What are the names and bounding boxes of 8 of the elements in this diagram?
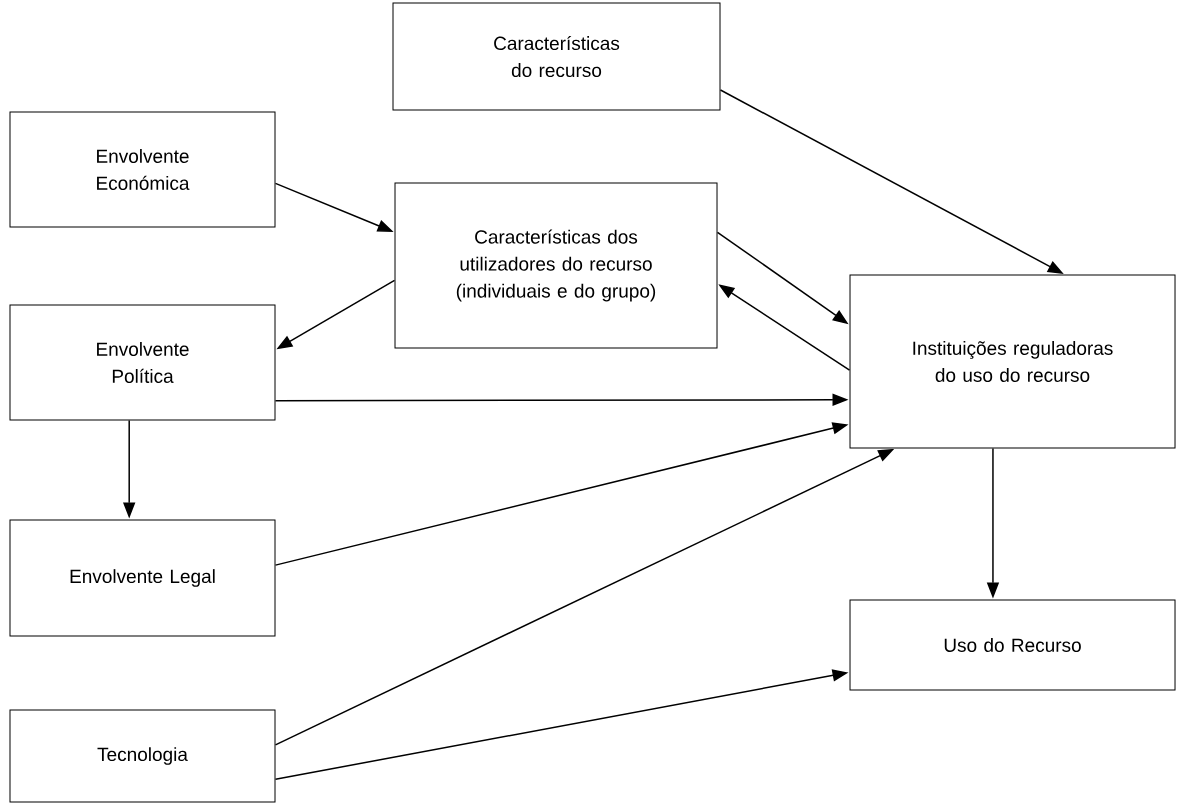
- process-box: Tecnologia: [9, 709, 276, 803]
- process-box: Características dos utilizadores do recurso (individuais e do grupo): [394, 182, 718, 349]
- process-box: Envolvente Legal: [9, 519, 276, 637]
- process-box: Uso do Recurso: [849, 599, 1176, 691]
- process-box: Envolvente Económica: [9, 111, 276, 228]
- process-box: Instituições reguladoras do uso do recurso: [849, 274, 1176, 449]
- process-box: Características do recurso: [392, 2, 721, 111]
- process-box: Envolvente Política: [9, 304, 276, 421]
